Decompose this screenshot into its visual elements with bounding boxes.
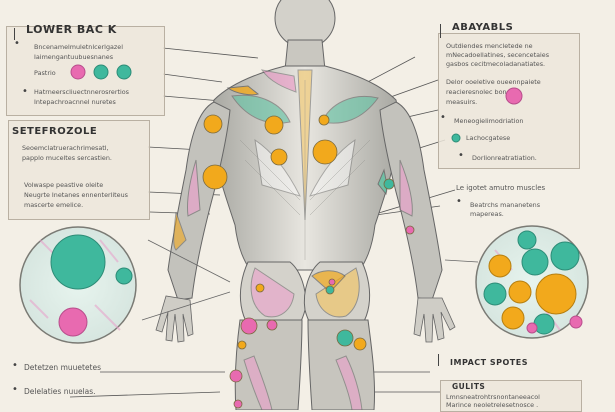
legend-label-pastrio: Pastrio — [34, 69, 56, 77]
legs — [234, 319, 376, 410]
text-line: Beatrchs mananetens — [470, 201, 541, 209]
left-zoom-circle — [19, 226, 231, 344]
panel-gulits — [440, 380, 582, 412]
right-arm — [377, 101, 443, 301]
text-line: reacieresnolec bonotes. — [446, 88, 523, 96]
bullet-dot: • — [22, 86, 28, 97]
text-line: mascerte emelice. — [24, 201, 84, 209]
text-line: Outdiendes mencletede ne — [446, 42, 533, 50]
teal-swatch-icon — [93, 64, 109, 80]
text-line: Detetzen muuetetes — [24, 364, 102, 372]
text-line: Volwaspe peastive oleite — [24, 181, 104, 189]
bullet-dot: • — [14, 38, 20, 49]
hands — [155, 295, 456, 343]
text-line: mNecadoellatines, secencetaies — [446, 51, 550, 59]
text-line: Neugrte Inetanes ennenterliteus — [24, 191, 128, 199]
text-line: Intepachroacnnel nuretes — [34, 98, 116, 106]
text-line: Le igotet amutro muscles — [456, 184, 546, 192]
bullet-dot: • — [12, 384, 18, 395]
bullet-dot: • — [458, 150, 464, 161]
text-line: Dorlionreatratiation. — [472, 154, 537, 162]
panel-setefrozole — [8, 120, 150, 220]
text-line: gasbos cecitmecoladanatiates. — [446, 60, 546, 68]
marker-dots — [202, 114, 415, 409]
panel-lower-back — [6, 26, 165, 116]
setefrozole-heading: SETEFROZOLE — [12, 126, 98, 137]
gulits-heading: GULITS — [452, 382, 486, 391]
text-line: Marince neoletrelesetnosce . — [446, 401, 539, 409]
heading-tick — [438, 354, 439, 366]
legend-swatches — [70, 64, 132, 80]
teal-swatch-icon — [116, 64, 132, 80]
heading-tick — [440, 24, 441, 38]
pink-swatch-icon — [70, 64, 86, 80]
text-line: measuirs. — [446, 98, 478, 106]
text-line: Meneogielimodriation — [454, 117, 524, 125]
head — [274, 0, 336, 71]
teal-marker-icon — [451, 133, 461, 143]
text-line: Delelaties nuuelas. — [24, 388, 96, 396]
text-line: Delor ooeletive oueennpaiete — [446, 78, 541, 86]
text-line: Iaimengantuubuesnanes — [34, 53, 114, 61]
lower-back-heading: LOWER BAC K — [26, 23, 117, 36]
bullet-dot: • — [12, 360, 18, 371]
text-line: mapereas. — [470, 210, 504, 218]
abayabls-heading: ABAYABLS — [452, 22, 514, 33]
text-line: Lmnsneatrohtrsnontaneeacol — [446, 393, 540, 401]
right-zoom-circle — [444, 225, 589, 339]
left-arm — [167, 101, 231, 301]
heading-tick — [14, 28, 15, 40]
text-line: Seoemclatruerachrimesatl, — [22, 144, 109, 152]
torso — [211, 65, 399, 271]
bullet-dot: • — [456, 196, 462, 207]
text-line: Lachocgatese — [466, 134, 511, 142]
impact-spots-heading: IMPACT SPOTES — [450, 358, 528, 367]
text-line: Hatrneerscliuectnnerosrertios — [34, 88, 130, 96]
text-line: papplo muceltes sercastien. — [22, 154, 112, 162]
pink-marker-icon — [505, 87, 523, 105]
bullet-dot: • — [440, 112, 446, 123]
text-line: Bncenamelmuletnlcerlgazel — [34, 43, 123, 51]
